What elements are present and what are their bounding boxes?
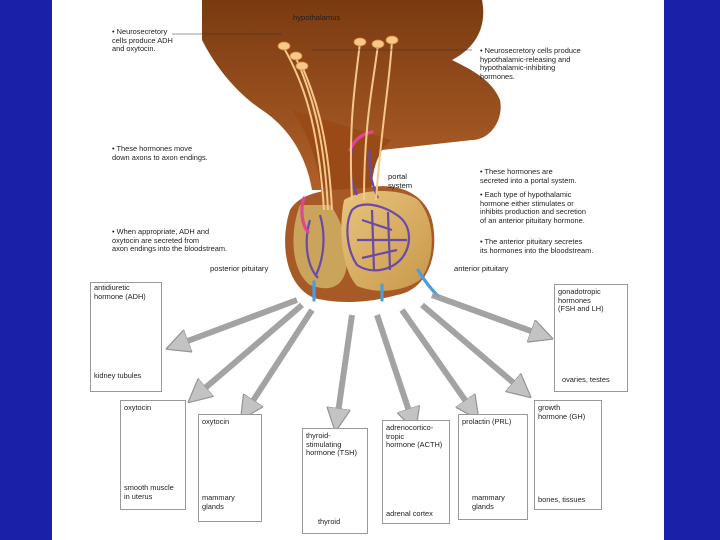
oxytocin-mammary-hormone-label: oxytocin: [202, 418, 229, 427]
adh-hormone-label: antidiuretic hormone (ADH): [94, 284, 146, 301]
tsh-hormone-label: thyroid- stimulating hormone (TSH): [306, 432, 357, 458]
tsh-organ-label: thyroid: [318, 518, 340, 527]
note-axon-transport: • These hormones move down axons to axon…: [112, 145, 242, 162]
diagram-panel: hypothalamus portal system posterior pit…: [52, 0, 664, 540]
gonadotropins-hormone-label: gonadotropic hormones (FSH and LH): [558, 288, 604, 314]
oxytocin-uterus-organ-label: smooth muscle in uterus: [124, 484, 174, 501]
target-arrows: [177, 295, 542, 420]
acth-organ-label: adrenal cortex: [386, 510, 433, 519]
posterior-pituitary-label: posterior pituitary: [210, 264, 268, 273]
prl-organ-label: mammary glands: [472, 494, 505, 511]
gh-organ-label: bones, tissues: [538, 496, 585, 505]
note-releasing-hormones: • Neurosecretory cells produce hypothala…: [480, 47, 610, 81]
note-stimulate-inhibit: • Each type of hypothalamic hormone eith…: [480, 191, 620, 225]
note-anterior-secretes: • The anterior pituitary secretes its ho…: [480, 238, 620, 255]
prl-hormone-label: prolactin (PRL): [462, 418, 511, 427]
note-adh-secretion: • When appropriate, ADH and oxytocin are…: [112, 228, 252, 254]
gonadotropins-organ-label: ovaries, testes: [562, 376, 610, 385]
anterior-pituitary-label: anterior pituitary: [454, 264, 508, 273]
acth-hormone-label: adrenocortico- tropic hormone (ACTH): [386, 424, 442, 450]
oxytocin-uterus-hormone-label: oxytocin: [124, 404, 151, 413]
hypothalamus-label: hypothalamus: [293, 13, 340, 22]
portal-system-label: portal system: [388, 172, 412, 190]
adh-organ-label: kidney tubules: [94, 372, 141, 381]
note-portal-secretion: • These hormones are secreted into a por…: [480, 168, 610, 185]
gh-hormone-label: growth hormone (GH): [538, 404, 585, 421]
note-neurosecretory-adh: • Neurosecretory cells produce ADH and o…: [112, 28, 242, 54]
oxytocin-mammary-organ-label: mammary glands: [202, 494, 235, 511]
